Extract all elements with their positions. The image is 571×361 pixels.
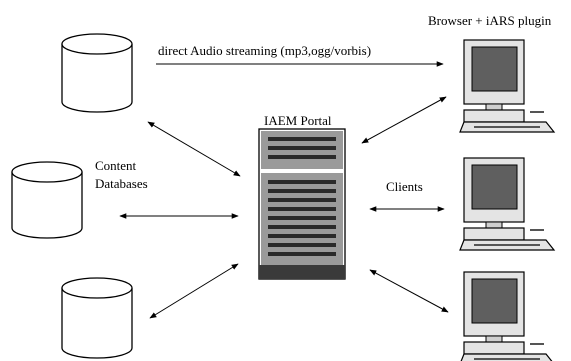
database-cylinder-middle: [11, 161, 83, 239]
content-databases-label-line1: Content: [95, 158, 137, 173]
portal-label: IAEM Portal: [264, 113, 332, 128]
db-top-portal-arrow: [147, 121, 241, 177]
client-computer-icon: [459, 39, 556, 133]
audio-stream-label: direct Audio streaming (mp3,ogg/vorbis): [158, 43, 371, 58]
client-computer-icon: [459, 157, 556, 251]
portal-server-icon: [258, 128, 346, 280]
database-cylinder-top: [61, 33, 133, 113]
database-cylinder-bottom: [61, 277, 133, 359]
portal-client-bottom-arrow: [369, 269, 449, 313]
content-databases-label-line2: Databases: [95, 176, 148, 191]
client-computer-icon: [460, 271, 553, 361]
portal-client-top-arrow: [361, 96, 447, 144]
db-bottom-portal-arrow: [149, 263, 239, 319]
clients-label: Clients: [386, 179, 423, 194]
browser-plugin-label: Browser + iARS plugin: [428, 13, 552, 28]
